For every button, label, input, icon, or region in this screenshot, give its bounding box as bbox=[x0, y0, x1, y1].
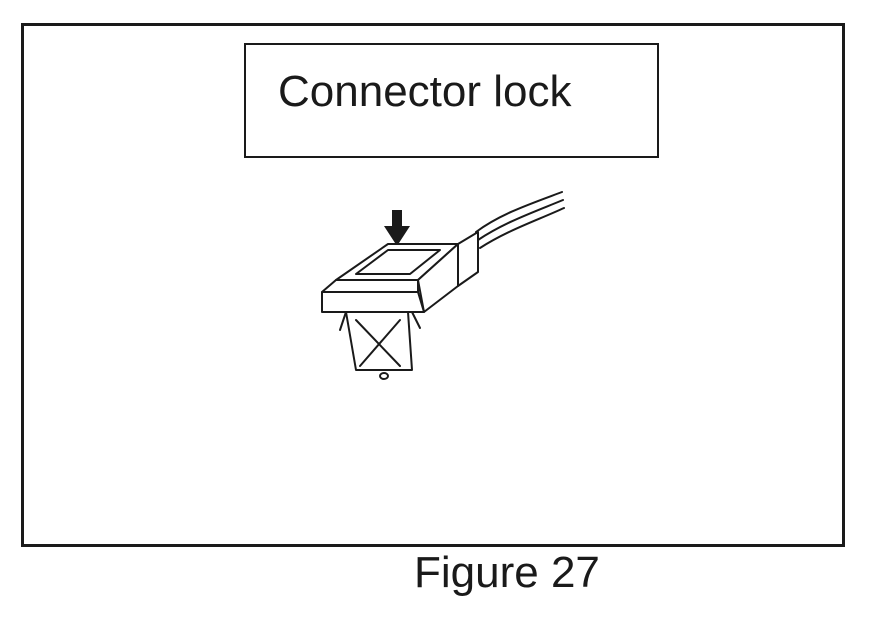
wire-bundle-icon bbox=[475, 191, 565, 249]
push-down-arrow-icon bbox=[384, 210, 410, 246]
callout-label: Connector lock bbox=[278, 67, 572, 116]
figure-caption: Figure 27 bbox=[414, 548, 600, 597]
connector-with-arrow-icon bbox=[321, 191, 565, 380]
connector-housing-icon bbox=[321, 231, 479, 380]
figure-frame bbox=[21, 23, 845, 547]
callout-label-box bbox=[244, 43, 659, 158]
